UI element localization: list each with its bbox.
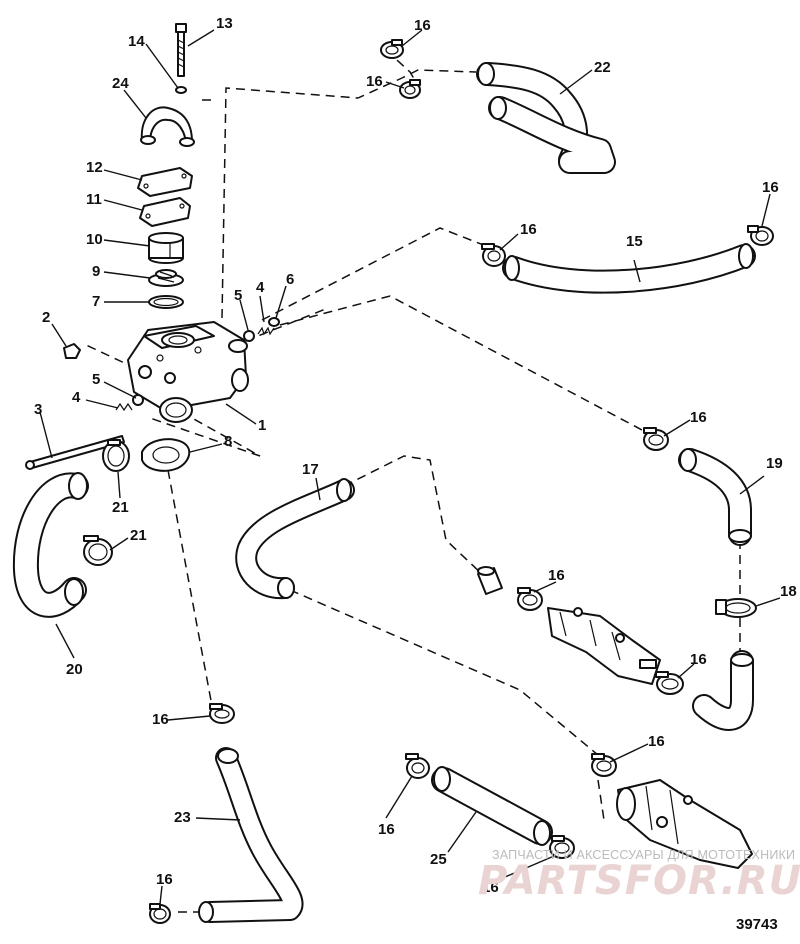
callout-19: 19 <box>766 455 783 472</box>
hose-clamp <box>399 79 421 99</box>
callout-22: 22 <box>594 59 611 76</box>
hose-clamp <box>209 703 235 724</box>
callout-24: 24 <box>112 75 129 92</box>
callout-6: 6 <box>286 271 294 288</box>
hose <box>692 650 754 731</box>
figure-number: 39743 <box>736 916 778 933</box>
callout-17: 17 <box>302 461 319 478</box>
hose <box>198 747 304 923</box>
spring <box>257 326 275 336</box>
gasket <box>141 438 191 472</box>
water-housing <box>127 321 249 423</box>
hose-clamp <box>655 671 684 695</box>
callout-16: 16 <box>414 17 431 34</box>
callout-11: 11 <box>86 191 102 208</box>
hose-clamp <box>591 753 617 777</box>
hose <box>502 243 756 294</box>
cover-plate <box>137 167 193 197</box>
hose <box>431 766 553 846</box>
callout-16: 16 <box>520 221 537 238</box>
callout-14: 14 <box>128 33 145 50</box>
callout-16: 16 <box>690 651 707 668</box>
callout-21: 21 <box>130 527 147 544</box>
ball <box>243 330 255 342</box>
hose-clamp <box>102 439 130 472</box>
callout-5: 5 <box>234 287 242 304</box>
hose-clamp <box>380 39 404 59</box>
callout-4: 4 <box>256 279 265 296</box>
callout-16: 16 <box>762 179 779 196</box>
callout-2: 2 <box>42 309 50 326</box>
hose <box>476 62 616 174</box>
callout-16: 16 <box>378 821 395 838</box>
callout-16: 16 <box>648 733 665 750</box>
thermostat-stack <box>137 23 195 309</box>
gasket <box>139 197 191 227</box>
hose-clamps <box>149 39 774 924</box>
hose-clamp <box>715 598 757 618</box>
hose-clamp <box>481 243 506 267</box>
thermostat <box>148 269 184 287</box>
hose-clamp <box>643 427 669 451</box>
washer <box>175 86 187 94</box>
hose-clamp <box>549 835 575 859</box>
callout-7: 7 <box>92 293 100 310</box>
callout-18: 18 <box>780 583 797 600</box>
spring <box>115 402 133 412</box>
callout-23: 23 <box>174 809 191 826</box>
callout-16: 16 <box>152 711 169 728</box>
callout-20: 20 <box>66 661 83 678</box>
callout-15: 15 <box>626 233 643 250</box>
hose <box>678 448 752 546</box>
plug <box>63 343 81 359</box>
sea-water-pump <box>616 779 753 869</box>
pump-body <box>547 607 661 685</box>
bolt <box>175 23 187 77</box>
callout-13: 13 <box>216 15 233 32</box>
callout-3: 3 <box>34 401 42 418</box>
hose-clamp <box>747 225 774 246</box>
hose-clamp <box>517 587 543 611</box>
callout-16: 16 <box>482 879 499 896</box>
hose-clamp <box>83 535 113 566</box>
callout-25: 25 <box>430 851 447 868</box>
callout-8: 8 <box>224 433 232 450</box>
rod <box>25 435 125 470</box>
cap <box>268 317 280 327</box>
thermostat-housing <box>148 232 184 264</box>
callout-16: 16 <box>548 567 565 584</box>
callout-16: 16 <box>690 409 707 426</box>
watermark-subtitle: ЗАПЧАСТИ И АКСЕССУАРЫ ДЛЯ МОТОТЕХНИКИ <box>492 848 796 862</box>
callout-1: 1 <box>258 417 266 434</box>
watermark-logo: PARTSFOR.RU <box>478 858 800 904</box>
hose <box>12 472 89 618</box>
callout-16: 16 <box>156 871 173 888</box>
callout-9: 9 <box>92 263 100 280</box>
callout-4: 4 <box>72 389 81 406</box>
callout-10: 10 <box>86 231 103 248</box>
callout-21: 21 <box>112 499 129 516</box>
connector <box>477 566 503 595</box>
small-fittings <box>63 317 280 412</box>
callouts: 13 14 24 12 11 10 9 7 2 5 4 6 5 4 3 1 8 … <box>34 15 797 896</box>
callout-16: 16 <box>366 73 383 90</box>
leader-lines <box>39 29 781 905</box>
callout-12: 12 <box>86 159 103 176</box>
hose-clamp <box>149 903 171 924</box>
hose-clamp <box>405 753 430 779</box>
hose <box>235 478 355 600</box>
callout-5: 5 <box>92 371 100 388</box>
